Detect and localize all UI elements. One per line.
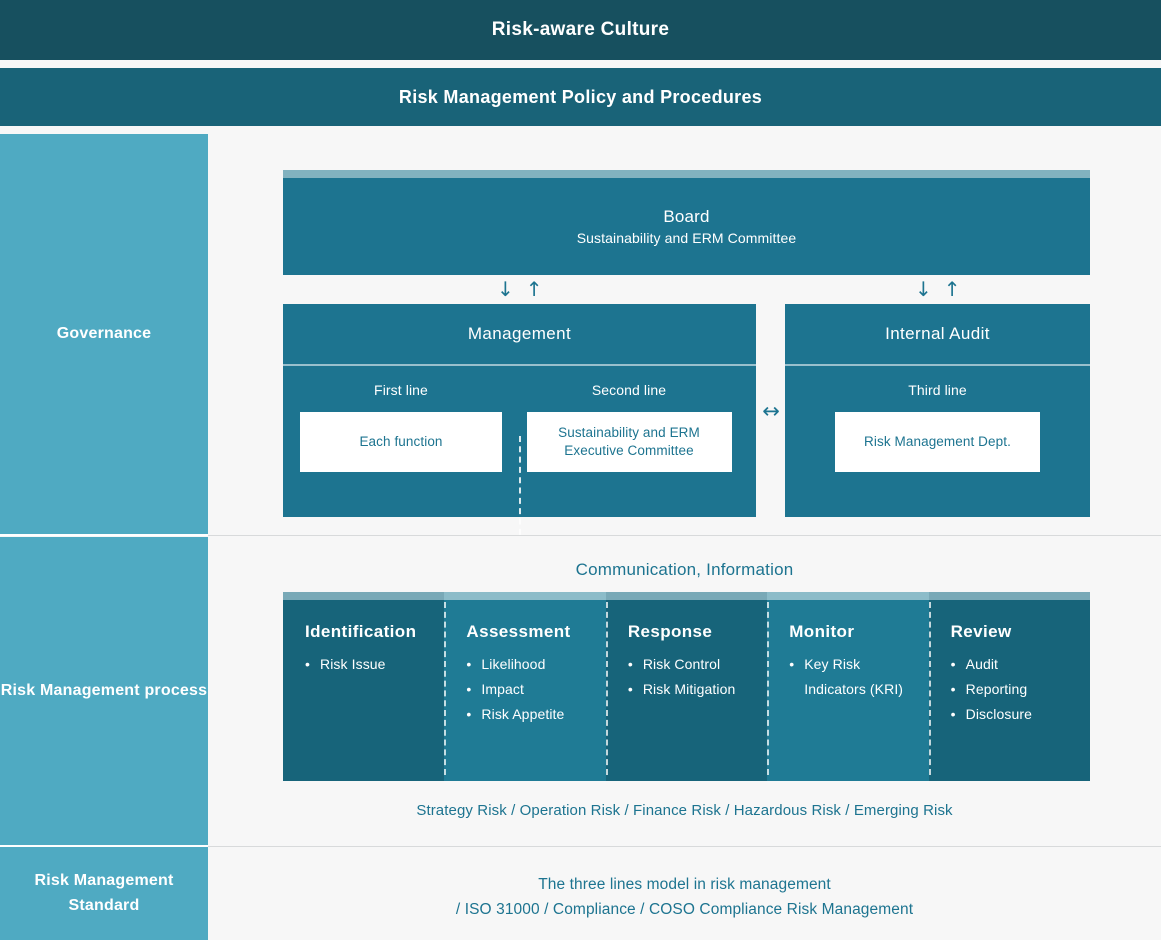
internal-audit-card: Internal Audit Third line Risk Managemen… — [785, 304, 1090, 517]
lane-first-line: First line Each function — [300, 366, 502, 517]
process-column-title: Identification — [305, 622, 417, 641]
arrow-down-icon: ↓ — [497, 277, 514, 301]
board-subtitle: Sustainability and ERM Committee — [576, 230, 797, 246]
management-body: First line Each function Second line Sus… — [283, 366, 756, 576]
list-item: Risk Appetite — [466, 702, 587, 727]
risk-types-label: Strategy Risk / Operation Risk / Finance… — [416, 802, 953, 819]
board-content: Board Sustainability and ERM Committee — [283, 178, 1090, 275]
list-item: Audit — [951, 652, 1072, 677]
management-card: Management First line Each function Seco… — [283, 304, 756, 576]
internal-audit-title: Internal Audit — [885, 324, 990, 343]
process-column-items: Likelihood Impact Risk Appetite — [466, 652, 587, 727]
lane-first-line-title: First line — [374, 382, 428, 398]
sidebar-divider-governance-process — [0, 534, 208, 536]
arrow-down-icon: ↓ — [915, 277, 932, 301]
row-label-risk-management-standard: Risk Management Standard — [0, 847, 208, 940]
process-columns: Identification Risk Issue Assessment Lik… — [283, 592, 1091, 781]
process-column-monitor: Monitor Key Risk Indicators (KRI) — [767, 592, 929, 781]
chip-each-function: Each function — [300, 412, 502, 472]
column-accent-bar — [283, 592, 445, 600]
process-column-assessment: Assessment Likelihood Impact Risk Appeti… — [444, 592, 606, 781]
management-lane-divider — [519, 436, 521, 576]
process-column-title: Assessment — [466, 622, 571, 641]
board-card: Board Sustainability and ERM Committee — [283, 170, 1090, 275]
row-label-risk-management-process: Risk Management process — [0, 537, 208, 845]
board-accent-bar — [283, 170, 1090, 178]
list-item: Risk Mitigation — [628, 677, 749, 702]
list-item: Reporting — [951, 677, 1072, 702]
banner-risk-management-policy: Risk Management Policy and Procedures — [0, 68, 1161, 126]
banner-risk-aware-culture: Risk-aware Culture — [0, 0, 1161, 60]
process-column-items: Key Risk Indicators (KRI) — [789, 652, 910, 702]
process-column-items: Audit Reporting Disclosure — [951, 652, 1072, 727]
process-column-title: Review — [950, 622, 1012, 641]
list-item: Risk Control — [628, 652, 749, 677]
arrow-up-icon: ↑ — [943, 277, 961, 301]
arrow-left-right-icon: ↔ — [757, 398, 785, 424]
list-item: Impact — [466, 677, 587, 702]
banner-culture-label: Risk-aware Culture — [491, 19, 670, 40]
arrow-up-icon: ↑ — [525, 277, 543, 301]
process-column-items: Risk Control Risk Mitigation — [628, 652, 749, 702]
lane-third-line-title: Third line — [908, 382, 967, 398]
arrows-board-to-management: ↓ ↑ — [497, 279, 543, 299]
row-label-process-text: Risk Management process — [0, 681, 208, 699]
row-risk-management-standard: Risk Management Standard — [0, 847, 1161, 940]
management-title: Management — [467, 324, 572, 343]
process-column-items: Risk Issue — [305, 652, 426, 677]
standard-line-1: The three lines model in risk management — [538, 876, 831, 893]
list-item: Disclosure — [951, 702, 1072, 727]
standard-line-2: / ISO 31000 / Compliance / COSO Complian… — [455, 901, 914, 919]
board-title: Board — [663, 207, 710, 226]
internal-audit-title-rule — [785, 364, 1090, 366]
column-accent-bar — [928, 592, 1091, 600]
process-column-identification: Identification Risk Issue — [283, 592, 445, 781]
process-column-response: Response Risk Control Risk Mitigation — [605, 592, 768, 781]
row-body-standard — [208, 847, 1161, 940]
row-label-governance-text: Governance — [56, 325, 152, 343]
process-column-title: Response — [627, 622, 713, 641]
arrows-board-to-internal-audit: ↓ ↑ — [915, 279, 961, 299]
lane-second-line-title: Second line — [591, 382, 667, 398]
lane-third-line: Third line Risk Management Dept. — [785, 366, 1090, 517]
divider-process-standard — [208, 846, 1161, 847]
process-column-title: Monitor — [789, 622, 855, 641]
sidebar-divider-process-standard — [0, 845, 208, 847]
list-item: Risk Issue — [305, 652, 426, 677]
banner-policy-label: Risk Management Policy and Procedures — [398, 86, 763, 107]
management-title-rule — [283, 364, 756, 366]
column-accent-bar — [605, 592, 768, 600]
row-label-governance: Governance — [0, 134, 208, 535]
divider-governance-process — [208, 535, 1161, 536]
process-column-review: Review Audit Reporting Disclosure — [928, 592, 1091, 781]
column-accent-bar — [444, 592, 606, 600]
row-label-standard-text: Risk Management Standard — [34, 871, 174, 914]
list-item: Likelihood — [466, 652, 587, 677]
list-item: Key Risk Indicators (KRI) — [789, 652, 910, 702]
internal-audit-body: Third line Risk Management Dept. — [785, 366, 1090, 517]
communication-information-label: Communication, Information — [575, 560, 794, 579]
chip-sustainability-erm-executive-committee: Sustainability and ERM Executive Committ… — [526, 412, 732, 472]
standard-description: The three lines model in risk management… — [208, 872, 1161, 922]
chip-risk-management-dept: Risk Management Dept. — [835, 412, 1040, 472]
lane-second-line: Second line Sustainability and ERM Execu… — [520, 366, 738, 517]
column-accent-bar — [767, 592, 929, 600]
